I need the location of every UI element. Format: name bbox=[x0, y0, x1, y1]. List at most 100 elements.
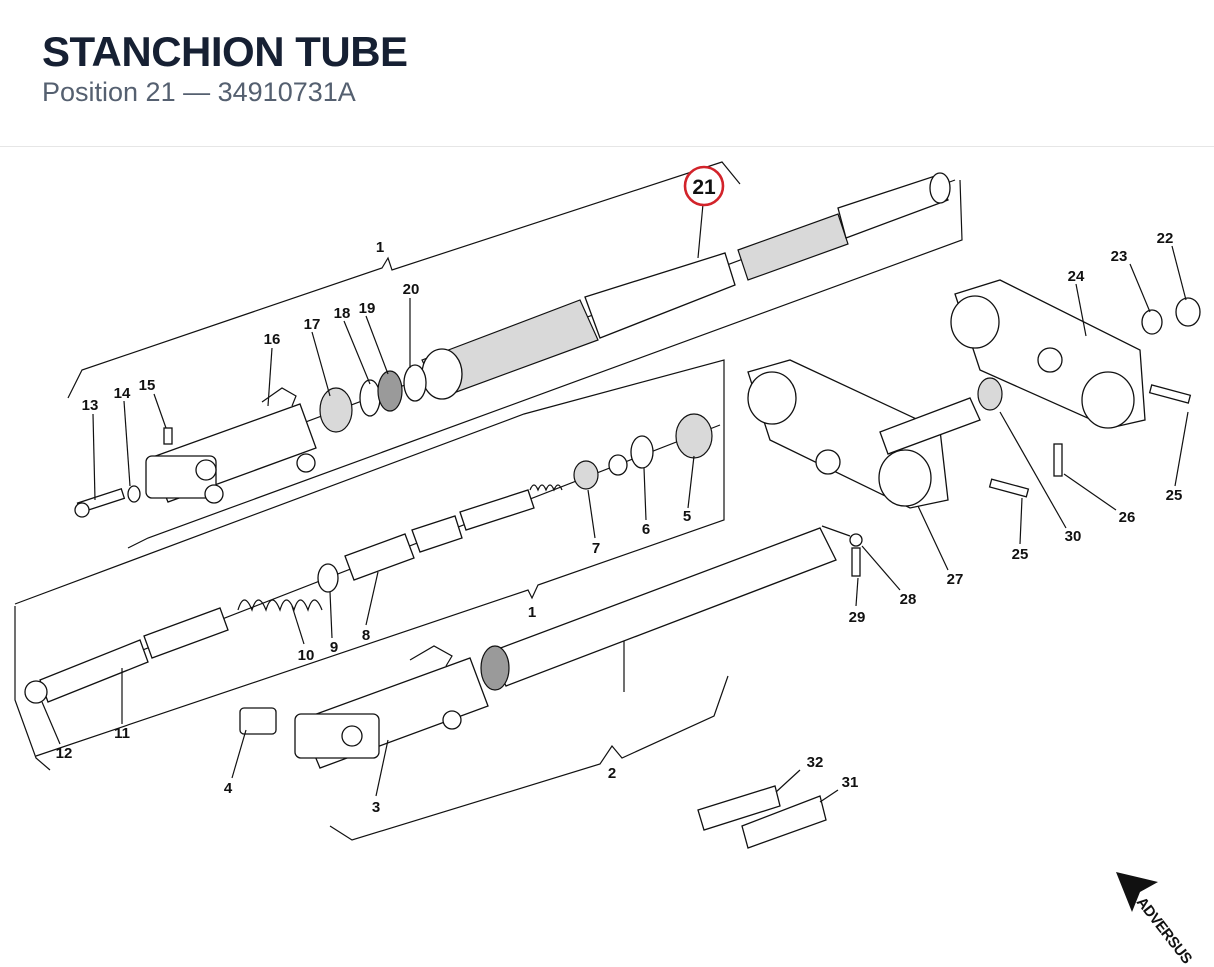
highlight-callout-21: 21 bbox=[683, 165, 725, 207]
exploded-parts-diagram: 1 1 2 3 4 5 6 7 8 9 10 11 12 13 14 15 16… bbox=[14, 161, 1201, 967]
leader-line bbox=[917, 505, 949, 571]
position-label: Position 21 bbox=[42, 77, 176, 107]
callout-4: 4 bbox=[224, 780, 233, 797]
leader-line bbox=[999, 411, 1067, 529]
leader-line bbox=[365, 315, 389, 375]
callout-1: 1 bbox=[528, 604, 536, 621]
page-subtitle: Position 21 — 34910731A bbox=[42, 77, 356, 108]
part-number: 34910731A bbox=[217, 77, 356, 107]
callout-19: 19 bbox=[359, 300, 376, 317]
leader-line bbox=[41, 701, 61, 745]
callout-24: 24 bbox=[1068, 268, 1085, 285]
dust-seal bbox=[480, 645, 510, 691]
leader-line bbox=[329, 591, 333, 639]
axle-spacer bbox=[239, 707, 277, 735]
callout-3: 3 bbox=[372, 799, 380, 816]
callout-27: 27 bbox=[947, 571, 964, 588]
callout-leaders bbox=[41, 203, 1189, 803]
callout-32: 32 bbox=[807, 754, 824, 771]
callout-14: 14 bbox=[114, 385, 131, 402]
page-title: STANCHION TUBE bbox=[42, 28, 408, 75]
internals-assembly bbox=[14, 359, 725, 771]
callout-16: 16 bbox=[264, 331, 281, 348]
stanchion-tube-21 bbox=[584, 252, 736, 339]
clamp-bore bbox=[878, 449, 932, 507]
clamp-bore bbox=[747, 371, 797, 425]
bracket-clip bbox=[261, 387, 297, 407]
callout-7: 7 bbox=[592, 540, 600, 557]
callout-8: 8 bbox=[362, 627, 370, 644]
leader-line bbox=[1174, 411, 1189, 487]
stem-hole bbox=[1037, 347, 1063, 373]
bracket-line bbox=[67, 161, 741, 399]
seal-ring bbox=[359, 379, 381, 417]
callout-9: 9 bbox=[330, 639, 338, 656]
callout-11: 11 bbox=[114, 725, 130, 742]
spring-seat bbox=[317, 563, 339, 593]
callout-13: 13 bbox=[82, 397, 99, 414]
leader-line bbox=[153, 393, 167, 429]
bracket-line bbox=[14, 606, 51, 771]
steering-stem bbox=[879, 397, 981, 455]
spring bbox=[237, 599, 323, 612]
top-nut bbox=[1175, 297, 1201, 327]
seal-ring bbox=[319, 387, 353, 433]
leader-line bbox=[1075, 283, 1087, 337]
callout-30: 30 bbox=[1065, 528, 1082, 545]
header: STANCHION TUBE Position 21 — 34910731A bbox=[0, 0, 1214, 147]
leader-line bbox=[587, 489, 596, 539]
leader-line bbox=[123, 400, 131, 487]
leader-line bbox=[861, 545, 901, 591]
callout-28: 28 bbox=[900, 591, 917, 608]
tube-section bbox=[737, 213, 849, 281]
leader-line bbox=[697, 203, 704, 259]
tube-section bbox=[837, 174, 949, 239]
washer bbox=[1141, 309, 1163, 335]
axle-hole bbox=[341, 725, 363, 747]
grub-nut bbox=[849, 533, 863, 547]
triple-clamps bbox=[747, 279, 1201, 577]
leader-line bbox=[821, 525, 851, 537]
axle-hole bbox=[195, 459, 217, 481]
highlight-label: 21 bbox=[692, 176, 716, 199]
washer bbox=[630, 435, 654, 469]
leader-line bbox=[375, 739, 389, 797]
slider-foot-lower bbox=[294, 713, 380, 759]
lower-fork-assembly bbox=[239, 527, 837, 841]
leader-line bbox=[819, 789, 839, 803]
leader-line bbox=[1063, 473, 1117, 511]
callout-2: 2 bbox=[608, 765, 616, 782]
callout-31: 31 bbox=[842, 774, 859, 791]
stem-bolt bbox=[1053, 443, 1063, 477]
callout-26: 26 bbox=[1119, 509, 1136, 526]
adversus-watermark: ADVERSUS bbox=[1116, 872, 1195, 967]
cartridge-tube bbox=[411, 515, 463, 553]
leader-line bbox=[775, 769, 801, 793]
subtitle-separator: — bbox=[183, 77, 211, 107]
bracket-clip bbox=[409, 645, 453, 667]
callout-20: 20 bbox=[403, 281, 420, 298]
stanchion-lower bbox=[489, 527, 837, 687]
decal-31 bbox=[741, 795, 827, 849]
decals bbox=[697, 785, 827, 849]
cartridge-tube bbox=[344, 533, 415, 581]
bolt-head bbox=[74, 502, 90, 518]
stem-nut bbox=[977, 377, 1003, 411]
top-cap bbox=[675, 413, 713, 459]
damper-rod bbox=[39, 639, 149, 703]
bracket-line bbox=[127, 179, 963, 549]
mount-boss bbox=[296, 453, 316, 473]
upper-fork-assembly bbox=[67, 161, 963, 549]
callout-labels: 1 1 2 3 4 5 6 7 8 9 10 11 12 13 14 15 16… bbox=[56, 230, 1183, 816]
stem-hole bbox=[815, 449, 841, 475]
nut bbox=[608, 454, 628, 476]
tube-end bbox=[929, 172, 951, 204]
seal-ring bbox=[377, 370, 403, 412]
callout-5: 5 bbox=[683, 508, 691, 525]
decal-32 bbox=[697, 785, 781, 831]
tube-bushing bbox=[421, 348, 463, 400]
leader-line bbox=[1171, 245, 1187, 301]
piston-valve bbox=[573, 460, 599, 490]
callout-25: 25 bbox=[1012, 546, 1029, 563]
leader-line bbox=[1019, 497, 1023, 545]
